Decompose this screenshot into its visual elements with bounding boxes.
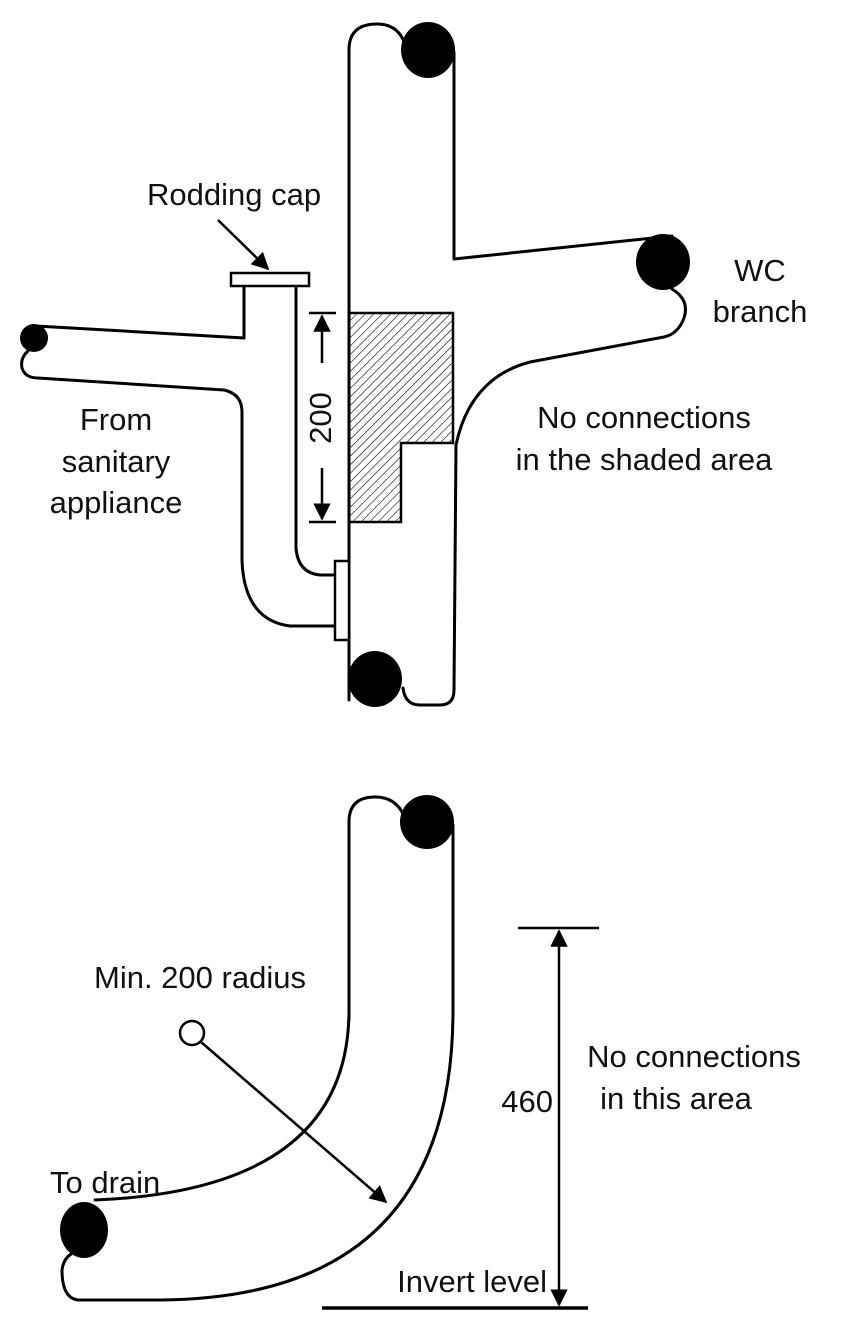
label-wc-branch-line2: branch [713, 294, 808, 329]
wc-branch-lower-wall [401, 287, 687, 707]
lower-diagram: 460 Min. 200 radius To drain Invert leve… [50, 795, 801, 1310]
rodding-cap-leader [217, 219, 270, 271]
stack-top-end-cap [401, 22, 455, 78]
shaded-no-connection-zone [347, 311, 455, 524]
label-rodding-cap: Rodding cap [147, 177, 321, 212]
label-from-line2: sanitary [62, 444, 171, 479]
dimension-460-label: 460 [501, 1084, 553, 1119]
label-no-connections-area-line1: No connections [587, 1039, 801, 1074]
dimension-200: 200 [303, 311, 338, 524]
to-drain-end-cap [60, 1202, 108, 1258]
rodding-leg-inner-wall [294, 283, 337, 577]
dimension-460: 460 [322, 926, 599, 1310]
rodding-cap [229, 271, 311, 288]
appliance-branch-top-wall [34, 283, 246, 340]
appliance-branch-end-cap [20, 324, 48, 352]
stack-bottom-end-cap [348, 651, 402, 707]
appliance-branch-bottom-wall [20, 349, 337, 628]
label-to-drain: To drain [50, 1165, 160, 1200]
label-no-connections-area-line2: in this area [600, 1081, 752, 1116]
bend-inner-curve [93, 1008, 351, 1202]
label-no-connections-shaded-line2: in the shaded area [516, 442, 774, 477]
upper-diagram: 200 Rodding cap WC branch From sanitary … [20, 22, 807, 707]
boss-connector [333, 559, 351, 642]
label-from-line1: From [80, 402, 152, 437]
label-invert-level: Invert level [397, 1264, 547, 1299]
radius-center-marker [178, 1019, 206, 1047]
radius-leader [200, 1041, 388, 1204]
wc-branch-end-cap [636, 234, 690, 290]
dimension-200-label: 200 [303, 392, 338, 444]
label-wc-branch-line1: WC [734, 253, 786, 288]
label-from-line3: appliance [50, 485, 183, 520]
bend-top-end-cap [400, 795, 454, 849]
label-no-connections-shaded-line1: No connections [537, 400, 751, 435]
bend-inner-wall [347, 795, 406, 1022]
label-min-radius: Min. 200 radius [94, 960, 306, 995]
stack-pipe-left-wall [347, 22, 407, 702]
stack-pipe-right-wall-upper [452, 50, 674, 261]
bend-outer-wall [60, 823, 455, 1302]
